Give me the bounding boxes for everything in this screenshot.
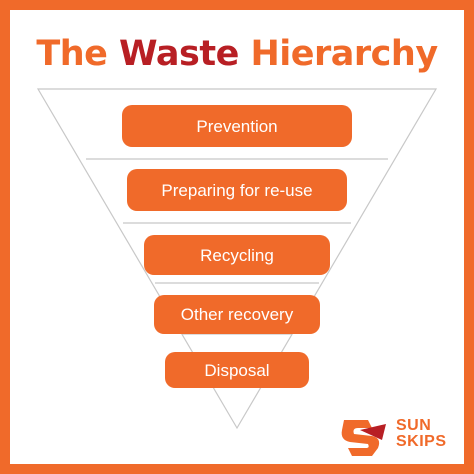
sun-skips-logo: SUN SKIPS [338,414,448,458]
stage-prevention: Prevention [122,105,352,147]
logo-line-sun: SUN [396,417,432,434]
stage-label: Other recovery [181,305,294,324]
logo-wordmark: SUN SKIPS [396,418,447,450]
stage-label: Preparing for re-use [161,181,312,200]
page-title: The Waste Hierarchy [0,34,474,74]
stage-pill [127,169,347,211]
stage-pill [122,105,352,147]
logo-line-skips: SKIPS [396,433,447,450]
stage-label: Prevention [196,117,277,136]
stage-pill [154,295,320,334]
stage-pill [144,235,330,275]
title-word-hierarchy: Hierarchy [250,34,439,74]
title-word-the: The [36,34,108,74]
stage-label: Disposal [204,361,269,380]
sun-skips-logo-icon [341,420,386,456]
stage-label: Recycling [200,246,274,265]
stage-disposal: Disposal [165,352,309,388]
stage-preparing-for-re-use: Preparing for re-use [127,169,347,211]
stage-pill [165,352,309,388]
stage-other-recovery: Other recovery [154,295,320,334]
stage-recycling: Recycling [144,235,330,275]
title-word-waste: Waste [119,34,239,74]
